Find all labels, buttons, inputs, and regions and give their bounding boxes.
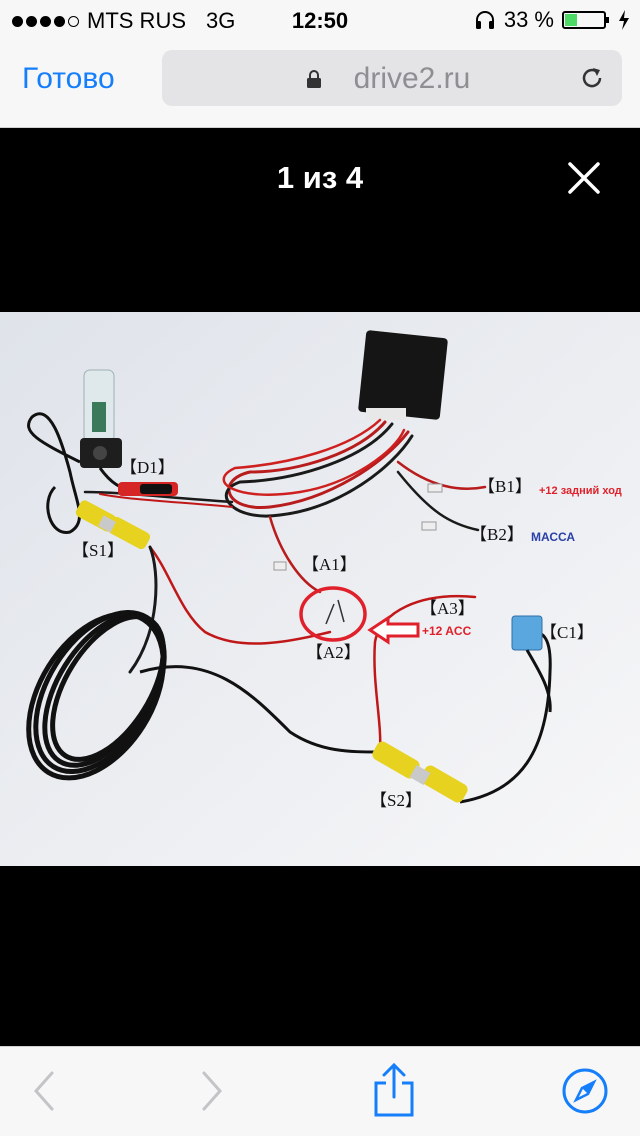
label-b2: 【B2】	[470, 525, 524, 544]
wiring-diagram-illustration: 【D1】 【B1】 【B2】 【S1】 【A1】 【A2】 【A3】 【C1】 …	[0, 312, 640, 866]
note-a3: +12 ACC	[422, 624, 472, 638]
label-c1: 【C1】	[540, 623, 594, 642]
status-bar: MTS RUS 3G 12:50 33 %	[0, 0, 640, 40]
headphones-icon	[475, 11, 494, 29]
control-box	[358, 330, 448, 420]
label-s2: 【S2】	[370, 791, 422, 810]
label-a1: 【A1】	[302, 555, 357, 574]
label-d1: 【D1】	[120, 458, 175, 477]
signal-strength-icon	[12, 15, 79, 27]
battery-percent: 33 %	[503, 7, 554, 32]
url-host: drive2.ru	[353, 62, 471, 95]
rca-connector-s2	[372, 741, 468, 803]
forward-arrow-icon[interactable]	[198, 1069, 226, 1113]
arrow-pointer	[367, 615, 420, 645]
carrier-name: MTS RUS	[87, 8, 186, 33]
bottom-toolbar	[0, 1046, 640, 1136]
battery-icon	[562, 11, 609, 29]
safari-compass-icon[interactable]	[561, 1067, 609, 1115]
diagram-labels: 【D1】 【B1】 【B2】 【S1】 【A1】 【A2】 【A3】 【C1】 …	[72, 458, 594, 810]
label-s1: 【S1】	[72, 541, 124, 560]
highlight-circle	[299, 586, 367, 642]
share-icon[interactable]	[372, 1061, 416, 1119]
charging-bolt-icon	[619, 10, 629, 30]
done-button[interactable]: Готово	[22, 62, 115, 95]
label-a2: 【A2】	[306, 643, 361, 662]
status-right: 33 %	[474, 7, 630, 33]
label-a3: 【A3】	[420, 599, 475, 618]
label-b1: 【B1】	[478, 477, 532, 496]
rca-connector-s1	[75, 500, 151, 550]
lock-icon	[307, 70, 321, 88]
network-type: 3G	[206, 8, 236, 33]
status-time: 12:50	[291, 8, 349, 33]
browser-nav-bar: Готово drive2.ru	[0, 40, 640, 128]
note-b1: +12 задний ход	[539, 485, 622, 497]
reload-icon[interactable]	[578, 64, 606, 92]
status-left: MTS RUS 3G	[12, 8, 235, 34]
diagram-notes: +12 задний ход МАССА +12 ACC	[422, 485, 622, 638]
image-counter: 1 из 4	[276, 160, 364, 195]
address-bar[interactable]: drive2.ru	[162, 50, 622, 106]
wiring-photo: 【D1】 【B1】 【B2】 【S1】 【A1】 【A2】 【A3】 【C1】 …	[0, 312, 640, 866]
blue-connector-c1	[511, 615, 543, 651]
camera-module	[80, 369, 122, 468]
note-b2: МАССА	[531, 530, 575, 544]
coiled-cable	[26, 609, 167, 781]
close-icon[interactable]	[566, 160, 602, 196]
back-arrow-icon[interactable]	[30, 1069, 58, 1113]
